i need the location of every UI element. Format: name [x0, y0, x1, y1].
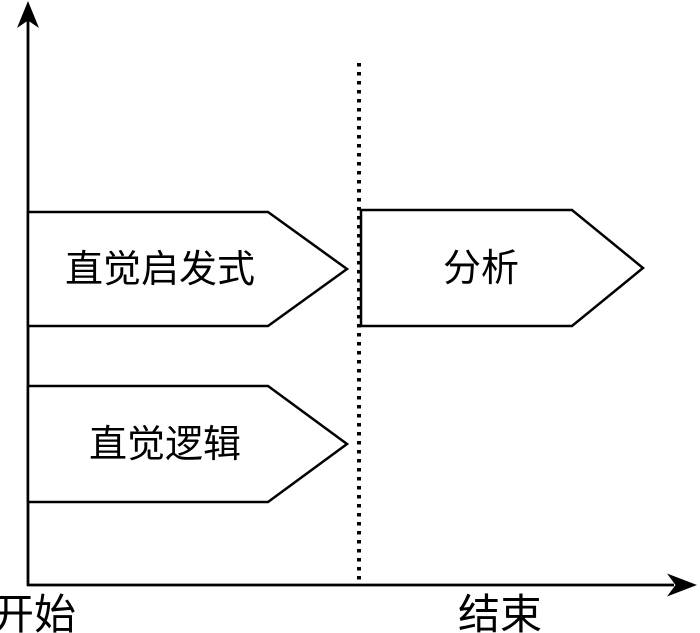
- x-axis-arrowhead-icon: [667, 573, 697, 597]
- process-arrow-intuitive-logic: [26, 384, 350, 504]
- process-arrow-intuitive-heuristic: [26, 210, 350, 328]
- y-axis-arrowhead-icon: [17, 1, 39, 28]
- process-arrow-analysis: [359, 208, 645, 328]
- x-axis-end-label: 结束: [458, 593, 542, 633]
- process-label-intuitive-heuristic: 直觉启发式: [65, 249, 255, 291]
- process-label-intuitive-logic: 直觉逻辑: [89, 424, 241, 466]
- process-label-analysis: 分析: [443, 248, 519, 290]
- x-axis-start-label: 开始: [0, 593, 76, 633]
